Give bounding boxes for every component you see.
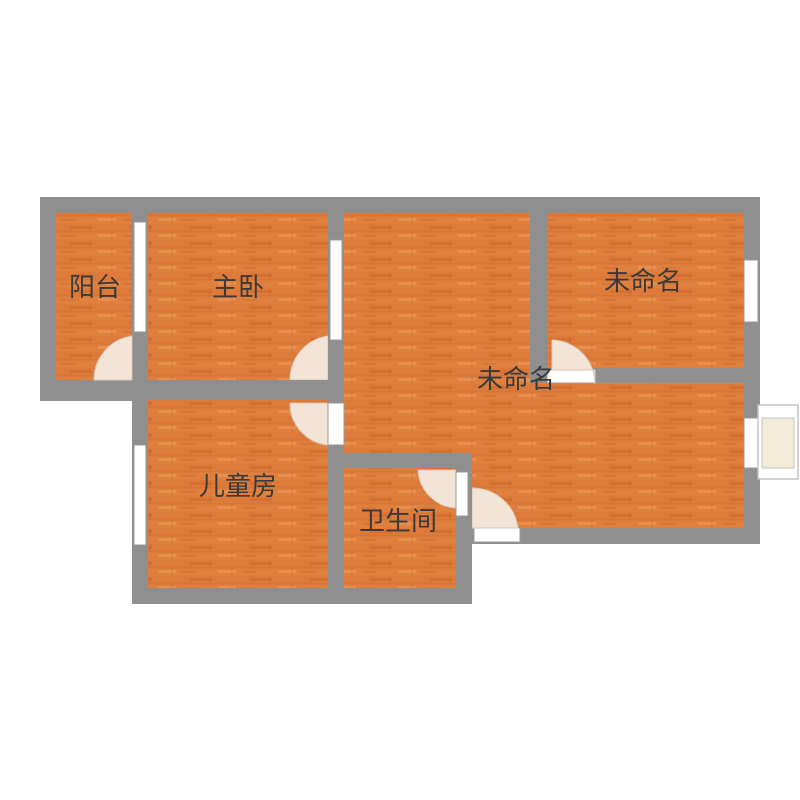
window-main-south — [473, 527, 521, 543]
floors — [56, 213, 744, 588]
floor-unnamed-main-bottom — [344, 383, 744, 453]
room-label-master-bedroom: 主卧 — [212, 273, 264, 303]
floor-unnamed-main-top — [344, 213, 530, 383]
window-unnamed-room-east — [743, 259, 759, 323]
bay-window-inner — [761, 417, 795, 469]
floor-unnamed-main-right — [472, 453, 744, 528]
door-openings — [289, 239, 596, 517]
floor-kids-room — [148, 400, 328, 588]
window-kids-west — [133, 444, 147, 546]
room-label-unnamed-main: 未命名 — [477, 365, 555, 395]
interior-walls — [132, 213, 744, 588]
window-balcony-master — [133, 221, 147, 333]
floor-master-bedroom — [148, 213, 328, 380]
floor-unnamed-room — [547, 213, 744, 368]
door-balcony — [93, 335, 133, 381]
room-label-unnamed-room: 未命名 — [604, 267, 682, 297]
labels: 阳台 主卧 未命名 未命名 儿童房 卫生间 — [69, 267, 682, 537]
room-label-bathroom: 卫生间 — [359, 507, 437, 537]
room-label-balcony: 阳台 — [69, 273, 121, 303]
door-bathroom-b — [471, 487, 519, 529]
door-bathroom-a — [417, 469, 457, 509]
door-master — [289, 335, 329, 381]
room-label-kids-room: 儿童房 — [199, 472, 277, 502]
window-main-east — [743, 417, 759, 469]
